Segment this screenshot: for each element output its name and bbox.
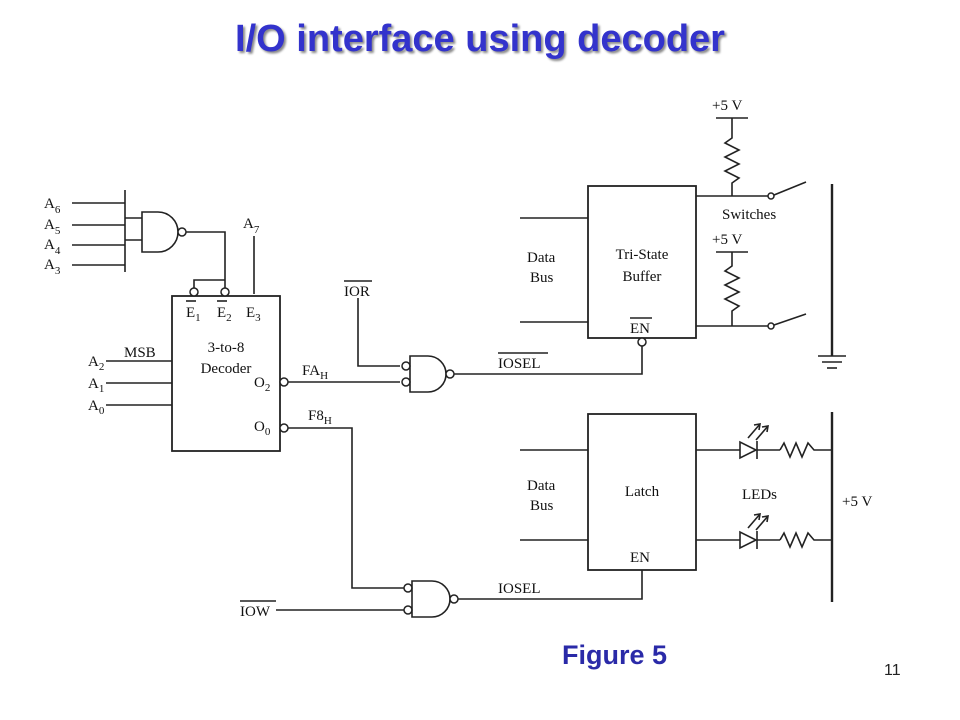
decoder-select-lines [106, 360, 172, 406]
iosel-write-wire [458, 570, 643, 600]
top-pullup-resistor [723, 118, 741, 196]
buffer-en-label: EN [630, 321, 650, 337]
page-number: 11 [884, 662, 901, 679]
e1-bubble [189, 287, 199, 297]
address-nand-bubble [177, 227, 187, 237]
ior-wire [357, 298, 400, 367]
figure-caption: Figure 5 [562, 640, 668, 670]
bottom-data-bus-label-1: Data [527, 478, 556, 494]
label-leds: LEDs [742, 487, 777, 503]
bottom-led-branch [696, 513, 832, 550]
latch-en-label: EN [630, 550, 650, 566]
buffer-en-bubble [637, 337, 647, 347]
label-iosel-top: IOSEL [498, 356, 541, 372]
nand-to-e2-wire [186, 231, 226, 288]
o0-bubble [279, 423, 289, 433]
label-fah: FAH [302, 363, 328, 382]
write-gate-input-bubble-1 [403, 583, 413, 593]
top-data-bus-label-2: Bus [530, 270, 554, 286]
iosel-read-wire [454, 344, 643, 375]
address-input-lines [72, 190, 142, 272]
label-ior: IOR [344, 284, 370, 300]
label-e2: E2 [217, 305, 232, 324]
label-a6: A6 [44, 196, 61, 216]
label-msb: MSB [124, 345, 156, 361]
label-a3: A3 [44, 257, 61, 277]
label-a2: A2 [88, 354, 104, 373]
label-iow: IOW [240, 604, 271, 620]
write-gate-output-bubble [449, 594, 459, 604]
buffer-label-line1: Tri-State [616, 247, 669, 263]
read-nand-gate [409, 355, 447, 393]
address-nand-gate [141, 211, 179, 253]
e2-bubble [220, 287, 230, 297]
label-o0: O0 [254, 419, 271, 438]
label-a7: A7 [243, 216, 260, 236]
label-e3: E3 [246, 305, 261, 324]
label-vcc-mid: +5 V [712, 232, 742, 248]
top-data-bus-lines [520, 217, 588, 323]
write-gate-input-bubble-2 [403, 605, 413, 615]
label-vcc-right: +5 V [842, 494, 872, 510]
label-a1: A1 [88, 376, 104, 395]
ground-symbol [818, 355, 846, 369]
label-f8h: F8H [308, 408, 332, 427]
label-a4: A4 [44, 237, 61, 257]
decoder-label-line2: Decoder [201, 361, 252, 377]
top-switch-contact [767, 192, 775, 200]
bottom-switch-lever [773, 313, 807, 326]
top-led-branch [696, 423, 832, 460]
read-gate-input-bubble-1 [401, 361, 411, 371]
top-data-bus-label-1: Data [527, 250, 556, 266]
top-switch-lever [773, 181, 807, 196]
bottom-switch-contact [767, 322, 775, 330]
latch-label: Latch [625, 484, 660, 500]
label-o2: O2 [254, 375, 270, 394]
decoder-label-line1: 3-to-8 [208, 340, 245, 356]
read-gate-input-bubble-2 [401, 377, 411, 387]
bottom-data-bus-label-2: Bus [530, 498, 554, 514]
e1-e2-tie-wire [193, 279, 225, 288]
bottom-pullup-resistor [723, 252, 741, 326]
label-a5: A5 [44, 217, 61, 237]
label-switches: Switches [722, 207, 776, 223]
f8h-wire [288, 427, 404, 589]
label-vcc-top: +5 V [712, 98, 742, 114]
label-iosel-bottom: IOSEL [498, 581, 541, 597]
write-nand-gate [411, 580, 451, 618]
buffer-label-line2: Buffer [623, 269, 662, 285]
slide-title: I/O interface using decoder [235, 18, 725, 60]
label-a0: A0 [88, 398, 105, 417]
label-e1: E1 [186, 305, 201, 324]
read-gate-output-bubble [445, 369, 455, 379]
o2-bubble [279, 377, 289, 387]
bottom-data-bus-lines [520, 449, 588, 541]
